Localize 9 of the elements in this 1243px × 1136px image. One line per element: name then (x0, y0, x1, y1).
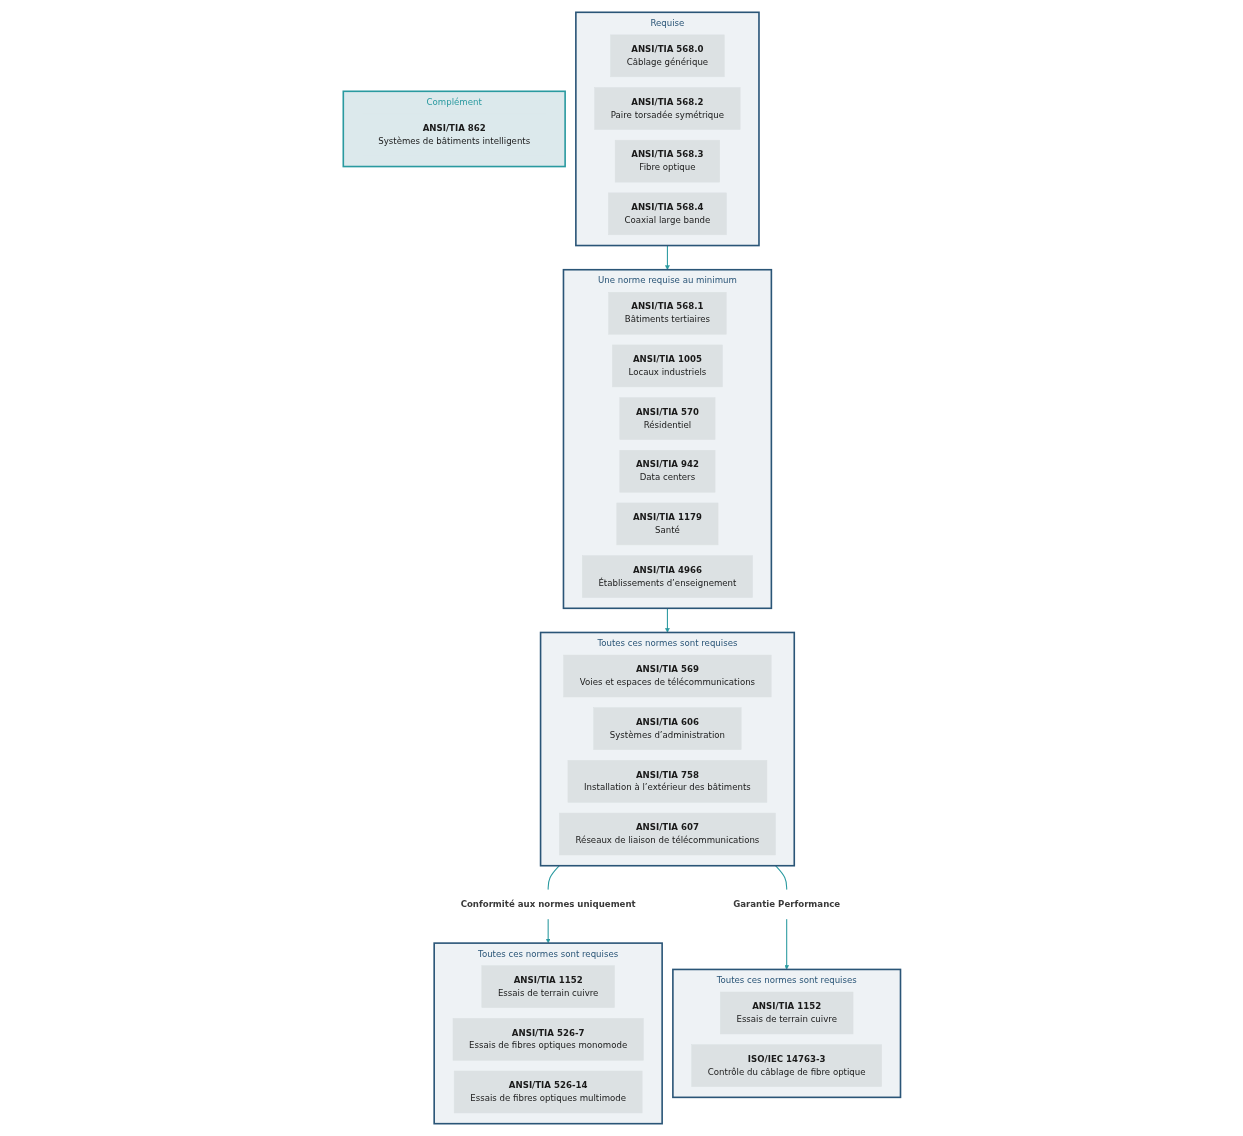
arrow (783, 918, 789, 970)
node-text: Garantie Performance (732, 899, 840, 910)
connector (547, 865, 560, 891)
arrow (545, 918, 551, 944)
arrow (664, 245, 670, 270)
arrow (664, 607, 670, 633)
node-text: ANSI/TIA 862 Systèmes de bâtiments intelligents (377, 123, 530, 147)
node-text: Conformité aux normes uniquement (460, 899, 636, 910)
connector (774, 865, 787, 891)
